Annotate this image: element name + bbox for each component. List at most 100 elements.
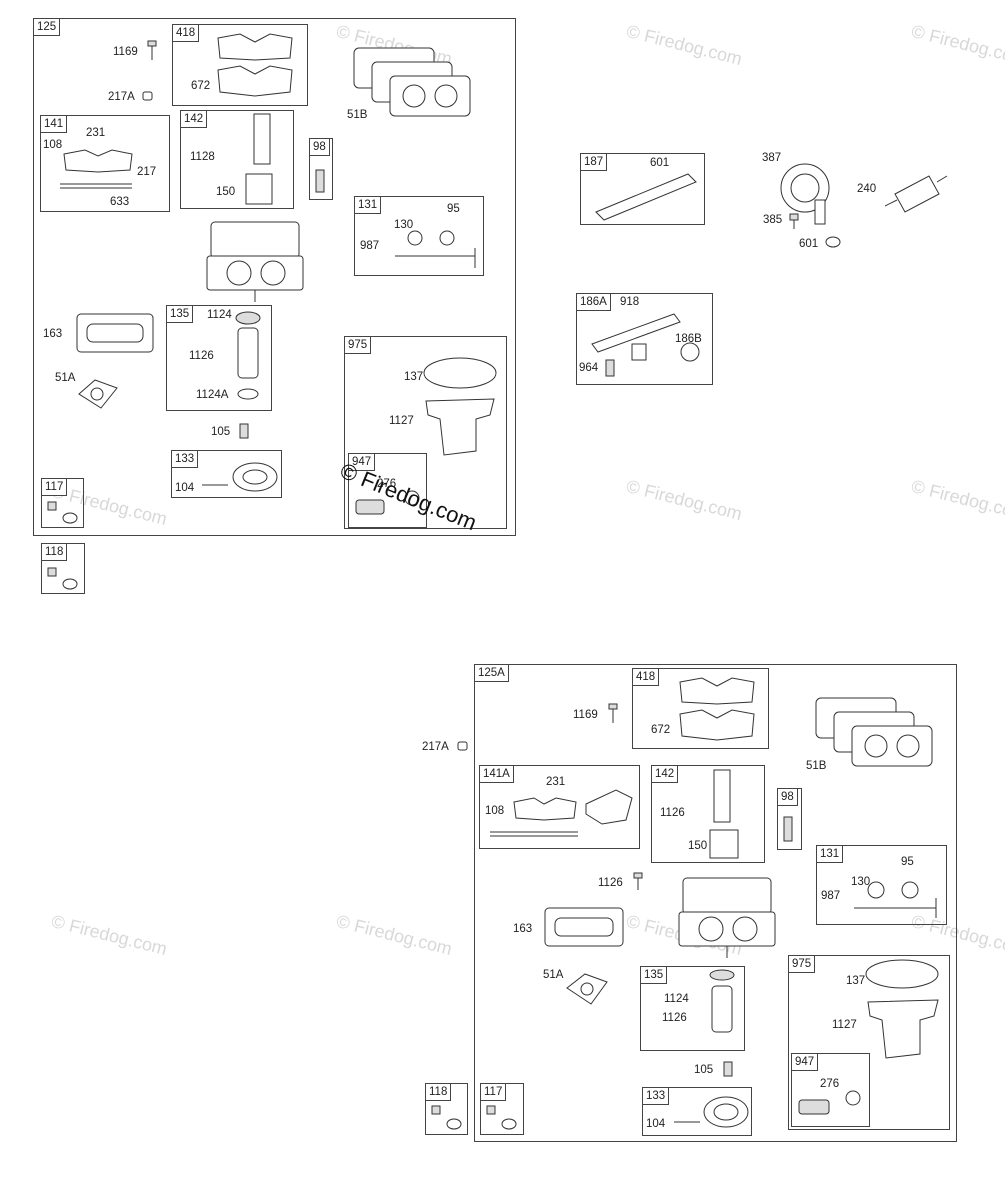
box-975-label: 975 <box>789 956 816 973</box>
box-131-label: 131 <box>817 846 844 863</box>
part-label-1124[interactable]: 1124 <box>664 993 689 1005</box>
fuel-pump-icon <box>780 163 830 225</box>
box-975-label: 975 <box>345 337 372 354</box>
part-label-104[interactable]: 104 <box>175 482 195 494</box>
part-label-1127[interactable]: 1127 <box>832 1019 857 1031</box>
part-label-633[interactable]: 633 <box>110 196 130 208</box>
box-118: 118 <box>425 1083 468 1135</box>
box-947-label: 947 <box>349 454 376 471</box>
assembly-125-frame: 125 <box>33 18 516 536</box>
part-label-105[interactable]: 105 <box>211 426 231 438</box>
part-label-601[interactable]: 601 <box>650 157 670 169</box>
box-98: 98 <box>309 138 333 200</box>
part-label-385[interactable]: 385 <box>763 214 783 226</box>
box-418-label: 418 <box>633 669 660 686</box>
box-133: 133 <box>171 450 282 498</box>
clip-icon <box>457 741 468 751</box>
part-label-217A[interactable]: 217A <box>108 91 135 103</box>
part-label-108[interactable]: 108 <box>43 139 63 151</box>
box-187-label: 187 <box>581 154 608 171</box>
box-118-label: 118 <box>42 544 68 561</box>
box-98: 98 <box>777 788 802 850</box>
part-label-51B[interactable]: 51B <box>347 109 368 121</box>
part-label-1169[interactable]: 1169 <box>113 46 138 58</box>
part-label-95[interactable]: 95 <box>447 203 460 215</box>
watermark: © Firedog.com <box>624 21 745 70</box>
box-141A: 141A <box>479 765 640 849</box>
part-label-918[interactable]: 918 <box>620 296 640 308</box>
part-label-387[interactable]: 387 <box>762 152 782 164</box>
part-label-137[interactable]: 137 <box>404 371 424 383</box>
part-label-95[interactable]: 95 <box>901 856 914 868</box>
part-label-51A[interactable]: 51A <box>543 969 564 981</box>
box-131: 131 <box>816 845 947 925</box>
box-186A-label: 186A <box>577 294 611 311</box>
part-label-130[interactable]: 130 <box>851 876 871 888</box>
box-117-label: 117 <box>481 1084 507 1101</box>
part-label-1124A[interactable]: 1124A <box>196 389 229 401</box>
screw-icon <box>789 213 799 229</box>
part-label-672[interactable]: 672 <box>651 724 671 736</box>
part-label-217[interactable]: 217 <box>137 166 157 178</box>
part-label-1126[interactable]: 1126 <box>662 1012 687 1024</box>
box-187: 187 <box>580 153 705 225</box>
box-118-top: 118 <box>41 543 85 594</box>
watermark: © Firedog.com <box>909 476 1005 525</box>
part-label-105[interactable]: 105 <box>694 1064 714 1076</box>
fuel-filter-icon <box>885 175 948 213</box>
part-label-276[interactable]: 276 <box>820 1078 840 1090</box>
box-135: 135 <box>166 305 272 411</box>
box-141-label: 141 <box>41 116 68 133</box>
box-135: 135 <box>640 966 745 1051</box>
box-141: 141 <box>40 115 170 212</box>
part-label-1127[interactable]: 1127 <box>389 415 414 427</box>
part-label-601[interactable]: 601 <box>799 238 819 250</box>
box-418-label: 418 <box>173 25 200 42</box>
part-label-231[interactable]: 231 <box>546 776 566 788</box>
part-label-217A[interactable]: 217A <box>422 741 449 753</box>
part-label-964[interactable]: 964 <box>579 362 599 374</box>
part-label-186B[interactable]: 186B <box>675 333 702 345</box>
part-label-276[interactable]: 276 <box>377 478 397 490</box>
part-label-108[interactable]: 108 <box>485 805 505 817</box>
part-label-1126[interactable]: 1126 <box>189 350 214 362</box>
box-135-label: 135 <box>641 967 668 984</box>
part-label-51A[interactable]: 51A <box>55 372 76 384</box>
watermark: © Firedog.com <box>909 21 1005 70</box>
part-label-150[interactable]: 150 <box>688 840 708 852</box>
part-label-987[interactable]: 987 <box>821 890 841 902</box>
part-label-163[interactable]: 163 <box>513 923 533 935</box>
part-label-130[interactable]: 130 <box>394 219 414 231</box>
clamp-icon <box>825 236 841 248</box>
part-label-1126[interactable]: 1126 <box>598 877 623 889</box>
box-133: 133 <box>642 1087 752 1136</box>
box-117: 117 <box>41 478 84 528</box>
box-98-label: 98 <box>310 139 330 156</box>
part-label-1169[interactable]: 1169 <box>573 709 598 721</box>
box-142: 142 <box>651 765 765 863</box>
assembly-label: 125 <box>34 19 61 36</box>
box-118-label: 118 <box>426 1084 452 1101</box>
box-135-label: 135 <box>167 306 194 323</box>
box-141A-label: 141A <box>480 766 514 783</box>
box-947: 947 <box>348 453 427 528</box>
part-label-104[interactable]: 104 <box>646 1118 666 1130</box>
part-label-672[interactable]: 672 <box>191 80 211 92</box>
box-117-label: 117 <box>42 479 68 496</box>
box-418: 418 <box>172 24 308 106</box>
box-142-label: 142 <box>181 111 208 128</box>
part-label-51B[interactable]: 51B <box>806 760 827 772</box>
watermark: © Firedog.com <box>49 911 170 960</box>
box-947-label: 947 <box>792 1054 819 1071</box>
part-label-240[interactable]: 240 <box>857 183 877 195</box>
part-label-987[interactable]: 987 <box>360 240 380 252</box>
part-label-1126[interactable]: 1126 <box>660 807 685 819</box>
part-label-231[interactable]: 231 <box>86 127 106 139</box>
part-label-1124[interactable]: 1124 <box>207 309 232 321</box>
part-label-137[interactable]: 137 <box>846 975 866 987</box>
part-label-1128[interactable]: 1128 <box>190 151 215 163</box>
assembly-label: 125A <box>475 665 509 682</box>
box-186A: 186A <box>576 293 713 385</box>
part-label-150[interactable]: 150 <box>216 186 236 198</box>
part-label-163[interactable]: 163 <box>43 328 63 340</box>
